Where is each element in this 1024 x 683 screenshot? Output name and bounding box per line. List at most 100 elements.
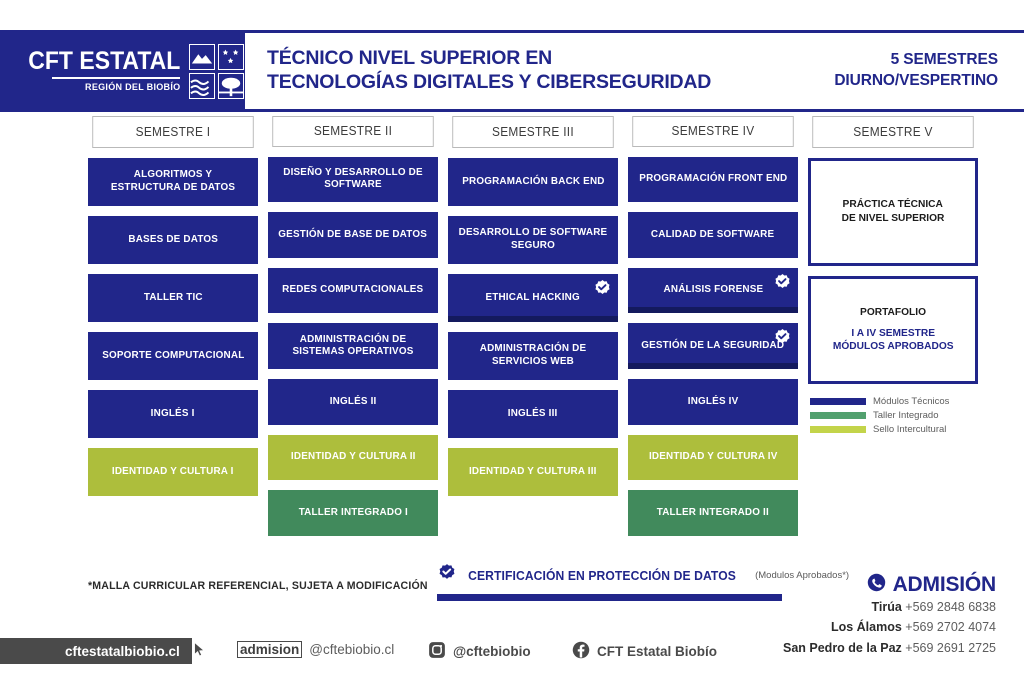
certification-seal-icon [437,563,457,588]
module-box[interactable]: REDES COMPUTACIONALES [268,267,438,314]
page-footer: cftestatalbiobio.cl admision@cftebiobio.… [0,638,1024,683]
module-label: ETHICAL HACKING [485,291,581,303]
module-label: ALGORITMOS Y ESTRUCTURA DE DATOS [110,169,236,193]
curriculum-disclaimer: *MALLA CURRICULAR REFERENCIAL, SUJETA A … [88,580,428,592]
legend: Módulos Técnicos Taller Integrado Sello … [808,396,978,438]
module-box[interactable]: ADMINISTRACIÓN DE SERVICIOS WEB [448,332,618,380]
portafolio-box[interactable]: PORTAFOLIO I A IV SEMESTRE MÓDULOS APROB… [808,276,978,384]
module-box[interactable]: IDENTIDAD Y CULTURA I [88,448,258,496]
module-label: PROGRAMACIÓN FRONT END [638,172,788,184]
module-label: REDES COMPUTACIONALES [282,284,424,296]
logo-name-part1: CFT [28,47,73,75]
tree-icon [218,72,245,99]
module-box[interactable]: ADMINISTRACIÓN DE SISTEMAS OPERATIVOS [268,323,438,370]
curriculum-grid: SEMESTRE I ALGORITMOS Y ESTRUCTURA DE DA… [88,116,978,546]
module-label: SOPORTE COMPUTACIONAL [101,349,245,361]
module-box[interactable]: DISEÑO Y DESARROLLO DE SOFTWARE [268,156,438,203]
module-box[interactable]: IDENTIDAD Y CULTURA II [268,434,438,481]
semester-header-3: SEMESTRE III [452,116,614,148]
module-box[interactable]: GESTIÓN DE BASE DE DATOS [268,212,438,258]
contact-phone[interactable]: +569 2848 6838 [905,600,996,614]
admission-block: ADMISIÓN Tirúa +569 2848 6838 Los Álamos… [783,573,996,658]
module-label: IDENTIDAD Y CULTURA III [469,465,597,477]
waves-icon [189,72,216,99]
module-box[interactable]: INGLÉS III [448,390,618,438]
instagram-handle: @cftebiobio [453,644,531,659]
module-box[interactable]: TALLER INTEGRADO I [268,490,438,537]
module-label: GESTIÓN DE BASE DE DATOS [278,228,428,240]
module-label: ADMINISTRACIÓN DE SISTEMAS OPERATIVOS [292,333,414,358]
legend-label: Sello Intercultural [873,424,947,435]
module-box[interactable]: TALLER INTEGRADO II [628,490,798,537]
certification-underline [437,594,782,601]
module-box[interactable]: PROGRAMACIÓN FRONT END [628,156,798,203]
admission-contact: Los Álamos +569 2702 4074 [783,618,996,637]
instagram-icon [428,641,446,662]
module-box[interactable]: GESTIÓN DE LA SEGURIDAD [628,323,798,370]
portafolio-sub-line1: I A IV SEMESTRE [851,326,935,339]
module-label: CALIDAD DE SOFTWARE [651,228,775,240]
instagram-link[interactable]: @cftebiobio [428,641,531,662]
legend-swatch [810,412,866,419]
logo-divider [52,77,181,79]
module-label: TALLER INTEGRADO II [656,506,770,518]
semester-column-3: SEMESTRE III PROGRAMACIÓN BACK END DESAR… [448,116,618,546]
portafolio-subtitle: I A IV SEMESTRE MÓDULOS APROBADOS [831,327,955,354]
program-title-line2: TECNOLOGÍAS DIGITALES Y CIBERSEGURIDAD [267,71,712,93]
email-link[interactable]: admision@cftebiobio.cl [237,641,394,658]
portafolio-sub-line2: MÓDULOS APROBADOS [832,340,954,353]
contact-city: Los Álamos [830,620,902,635]
admission-contact: Tirúa +569 2848 6838 [783,598,996,617]
module-box[interactable]: INGLÉS II [268,379,438,425]
legend-label: Taller Integrado [873,410,939,421]
semester-column-1: SEMESTRE I ALGORITMOS Y ESTRUCTURA DE DA… [88,116,258,546]
stars-icon [218,43,245,70]
facebook-icon [572,641,590,662]
module-box[interactable]: ETHICAL HACKING [448,274,618,322]
whatsapp-icon [867,573,886,597]
module-label: ANÁLISIS FORENSE [663,284,763,296]
module-box[interactable]: INGLÉS IV [628,379,798,425]
module-box[interactable]: PROGRAMACIÓN BACK END [448,158,618,206]
module-box[interactable]: TALLER TIC [88,274,258,322]
admission-header: ADMISIÓN [783,573,996,597]
certification-title: CERTIFICACIÓN EN PROTECCIÓN DE DATOS [468,568,736,583]
website-link[interactable]: cftestatalbiobio.cl [65,641,208,661]
module-box[interactable]: BASES DE DATOS [88,216,258,264]
semester-header-4: SEMESTRE IV [632,116,794,147]
module-label: BASES DE DATOS [128,233,218,245]
facebook-link[interactable]: CFT Estatal Biobío [572,641,717,662]
semester-header-2: SEMESTRE II [272,116,434,147]
practica-line2: DE NIVEL SUPERIOR [841,212,945,224]
contact-phone[interactable]: +569 2702 4074 [905,620,996,635]
module-box[interactable]: CALIDAD DE SOFTWARE [628,212,798,258]
module-label: DISEÑO Y DESARROLLO DE SOFTWARE [283,166,423,191]
admission-contact: San Pedro de la Paz +569 2691 2725 [783,639,996,658]
practica-tecnica-box[interactable]: PRÁCTICA TÉCNICA DE NIVEL SUPERIOR [808,158,978,266]
legend-item-taller-integrado: Taller Integrado [810,410,978,421]
module-box[interactable]: IDENTIDAD Y CULTURA IV [628,434,798,481]
module-box[interactable]: ANÁLISIS FORENSE [628,267,798,314]
semester-header-5: SEMESTRE V [812,116,974,148]
certification-badge-icon [593,279,612,298]
module-box[interactable]: INGLÉS I [88,390,258,438]
module-label: GESTIÓN DE LA SEGURIDAD [641,339,785,351]
logo-emblem-grid [189,43,245,99]
legend-item-sello-intercultural: Sello Intercultural [810,424,978,435]
legend-label: Módulos Técnicos [873,396,950,407]
module-box[interactable]: SOPORTE COMPUTACIONAL [88,332,258,380]
module-label: DESARROLLO DE SOFTWARE SEGURO [458,227,608,251]
portafolio-title: PORTAFOLIO [859,306,927,319]
legend-swatch [810,426,866,433]
module-box[interactable]: DESARROLLO DE SOFTWARE SEGURO [448,216,618,264]
practica-line1: PRÁCTICA TÉCNICA [842,198,944,211]
contact-phone[interactable]: +569 2691 2725 [905,640,996,655]
module-label: PROGRAMACIÓN BACK END [461,175,605,187]
module-box[interactable]: IDENTIDAD Y CULTURA III [448,448,618,496]
module-box[interactable]: ALGORITMOS Y ESTRUCTURA DE DATOS [88,158,258,206]
module-label: IDENTIDAD Y CULTURA II [290,451,416,463]
